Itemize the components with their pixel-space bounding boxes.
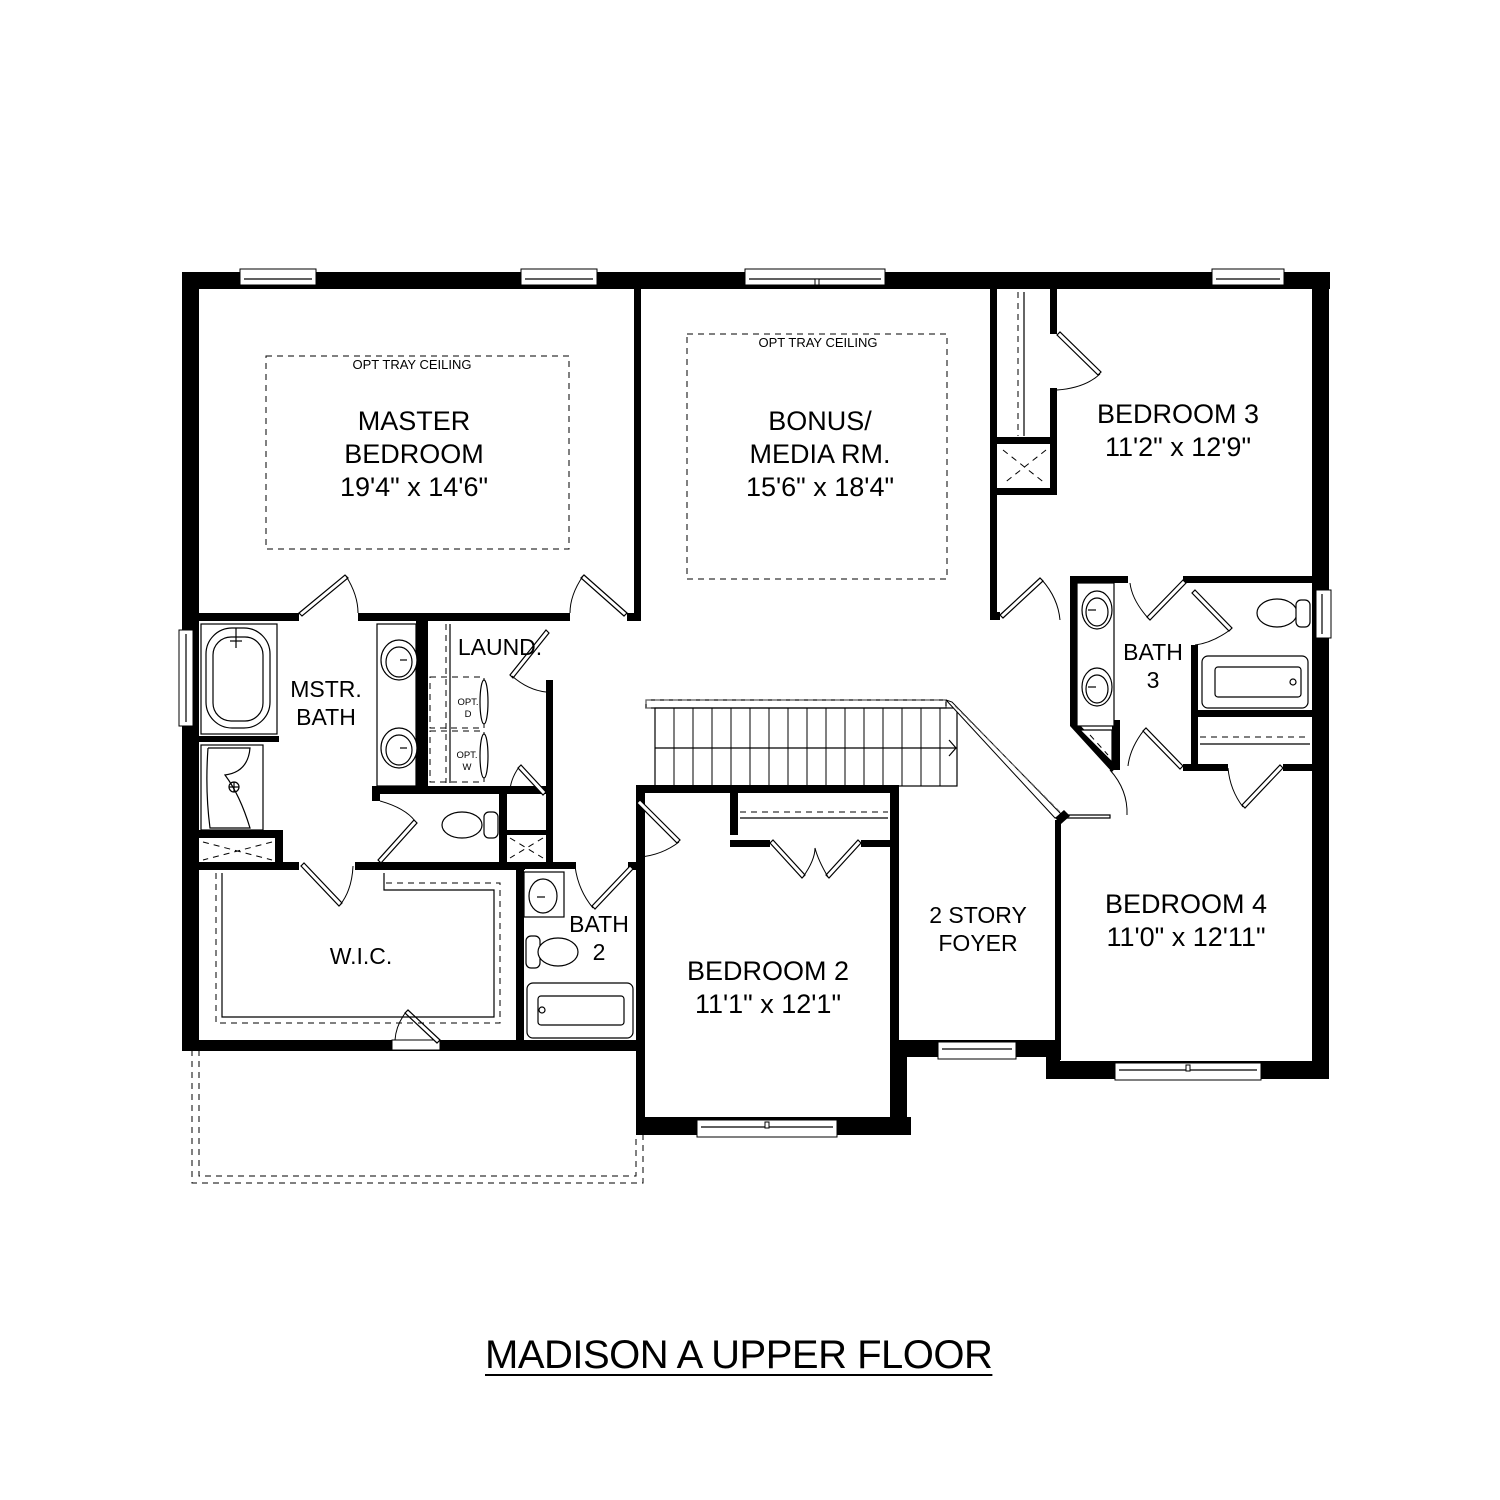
room-name: BONUS/: [768, 406, 872, 436]
bonus-tray-ceiling-note: OPT TRAY CEILING: [758, 335, 878, 350]
window-icon: [744, 268, 886, 286]
sink-icon: [523, 871, 565, 918]
door-swing-icon: [1127, 727, 1184, 770]
room-name: MSTR.: [290, 676, 362, 702]
sink-icon: [1081, 667, 1113, 707]
door-swing-icon: [394, 1009, 441, 1044]
closet-shelving: [215, 873, 501, 1024]
bathtub-icon: [200, 623, 278, 735]
room-name: BEDROOM 2: [686, 956, 850, 986]
master-tray-ceiling-note: OPT TRAY CEILING: [352, 357, 472, 372]
optional-extension-outline: [191, 1050, 644, 1184]
shower-icon: [200, 744, 264, 831]
room-dimensions: 11'2" x 12'9": [1104, 431, 1252, 462]
window-icon: [1211, 268, 1285, 286]
toilet-icon: [441, 811, 499, 839]
linen-closet-icon: [202, 841, 273, 861]
bath-3-label: BATH 3: [1123, 638, 1183, 694]
bonus-media-room-label: BONUS/ MEDIA RM. 15'6" x 18'4": [746, 405, 894, 504]
stairs-icon: [645, 699, 1070, 824]
room-dimensions: 19'4" x 14'6": [339, 471, 489, 502]
door-swing-icon: [569, 574, 628, 617]
bathtub-icon: [1201, 655, 1309, 709]
door-swing-icon: [574, 865, 634, 910]
room-name: BATH: [569, 911, 629, 937]
room-name: MASTER: [357, 406, 471, 436]
toilet-icon: [525, 935, 579, 969]
window-icon: [178, 629, 194, 727]
foyer-label: 2 STORY FOYER: [929, 901, 1027, 957]
interior-walls: [199, 289, 1313, 1042]
shower-icon: [1078, 729, 1113, 764]
room-name: BEDROOM: [344, 438, 484, 469]
window-icon: [696, 1119, 838, 1138]
room-name: BEDROOM 4: [1104, 889, 1268, 919]
window-icon: [391, 1039, 441, 1051]
bedroom-4-label: BEDROOM 4 11'0" x 12'11": [1105, 888, 1267, 954]
window-icon: [1114, 1062, 1262, 1081]
window-icon: [239, 268, 317, 286]
room-dimensions: 15'6" x 18'4": [745, 471, 895, 502]
room-name: FOYER: [938, 930, 1018, 957]
door-swing-icon: [1065, 769, 1128, 819]
room-name: BATH: [296, 704, 356, 731]
sink-icon: [380, 639, 418, 681]
plan-title: MADISON A UPPER FLOOR: [485, 1333, 993, 1377]
door-swing-icon: [1129, 579, 1187, 621]
windows: [178, 268, 1332, 1138]
door-swing-icon: [509, 764, 547, 796]
door-swing-icon: [1191, 589, 1233, 646]
door-swing-icon: [300, 862, 354, 907]
door-swing-icon: [999, 577, 1061, 621]
master-bath-label: MSTR. BATH: [290, 675, 362, 731]
window-icon: [520, 268, 598, 286]
door-swing-icon: [509, 629, 550, 693]
bathtub-icon: [526, 982, 634, 1039]
optional-dryer-label: OPT. D: [457, 697, 479, 721]
window-icon: [1315, 589, 1332, 639]
room-dimensions: 11'0" x 12'11": [1106, 921, 1266, 952]
sink-icon: [1081, 590, 1113, 630]
door-swing-icon: [1227, 764, 1284, 809]
room-name: 3: [1146, 667, 1160, 694]
optional-washer-label: OPT. W: [456, 750, 478, 774]
door-swing-icon: [298, 574, 359, 617]
doors: [298, 331, 1284, 1044]
bedroom-2-label: BEDROOM 2 11'1" x 12'1": [687, 955, 849, 1021]
door-swing-icon: [769, 839, 862, 879]
master-tray-ceiling-outline: [265, 355, 570, 550]
room-name: MEDIA RM.: [749, 438, 891, 469]
room-name: BEDROOM 3: [1096, 399, 1260, 429]
laundry-appliances: [429, 624, 489, 783]
door-swing-icon: [636, 799, 681, 858]
door-swing-icon: [1056, 331, 1102, 391]
room-name: BATH: [1123, 639, 1183, 665]
bedroom-3-label: BEDROOM 3 11'2" x 12'9": [1097, 398, 1259, 464]
room-name: 2: [592, 939, 606, 966]
bath-2-label: BATH 2: [569, 910, 629, 966]
window-icon: [937, 1041, 1017, 1060]
sink-icon: [380, 727, 418, 769]
toilet-icon: [1256, 598, 1311, 628]
master-bedroom-label: MASTER BEDROOM 19'4" x 14'6": [340, 405, 488, 504]
linen-closet-icon: [509, 837, 544, 859]
door-swing-icon: [377, 800, 418, 864]
laundry-label: LAUND.: [457, 634, 543, 660]
room-name: 2 STORY: [929, 902, 1027, 928]
linen-closet-icon: [1002, 292, 1047, 485]
walk-in-closet-label: W.I.C.: [329, 943, 393, 969]
room-dimensions: 11'1" x 12'1": [694, 988, 842, 1019]
